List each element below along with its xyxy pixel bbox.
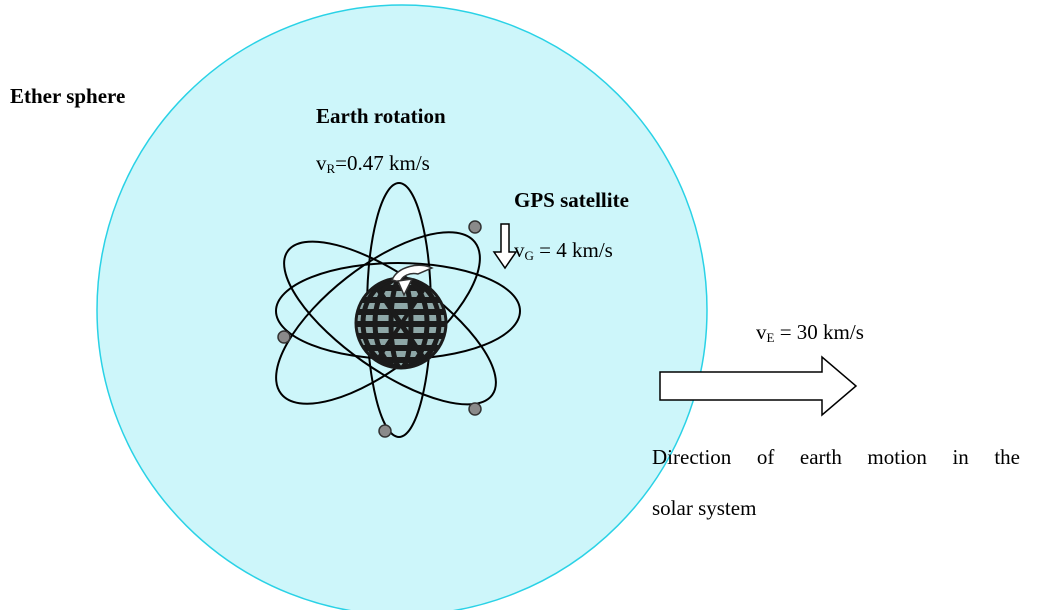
curved-rotation-arrow-icon (390, 264, 434, 297)
rotation-speed-label: vR=0.47 km/s (316, 151, 430, 176)
gps-speed-label: vG = 4 km/s (514, 238, 613, 263)
satellite-dot-icon (468, 220, 482, 234)
satellite-dot-icon (277, 330, 291, 344)
satellite-dot-icon (468, 402, 482, 416)
ether-sphere-label: Ether sphere (10, 84, 126, 108)
right-arrow-icon (659, 355, 858, 417)
down-arrow-icon (492, 223, 518, 270)
earth-globe-icon (354, 276, 448, 370)
satellite-dot-icon (378, 424, 392, 438)
earth-rotation-label: Earth rotation (316, 104, 446, 128)
earth-speed-label: vE = 30 km/s (756, 320, 864, 345)
gps-satellite-label: GPS satellite (514, 188, 629, 212)
motion-caption-line2: solar system (652, 496, 757, 520)
motion-caption-line1: Direction of earth motion in the (652, 445, 1020, 469)
satellites (277, 220, 482, 438)
